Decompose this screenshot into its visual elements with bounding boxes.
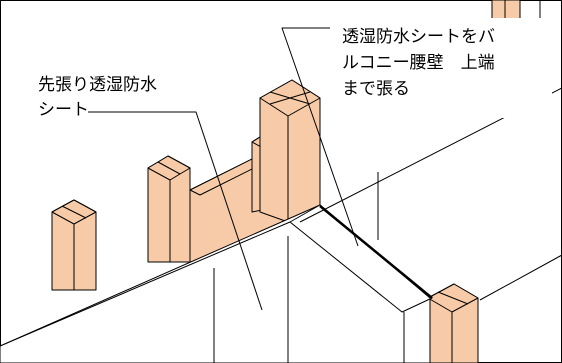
left-post <box>51 199 97 291</box>
leader-line-right <box>281 27 359 247</box>
right-label-line2: ルコニー腰壁 上端 <box>342 53 495 73</box>
center-post <box>259 79 321 223</box>
left-label-line2: シート <box>38 100 89 120</box>
right-post <box>427 283 479 363</box>
right-label-line1: 透湿防水シートをバ <box>342 27 495 47</box>
middle-left-post <box>147 155 191 263</box>
right-label-line3: まで張る <box>342 79 410 99</box>
left-label-line1: 先張り透湿防水 <box>38 75 157 95</box>
right-label-bg <box>340 18 552 118</box>
leader-line-left <box>88 111 263 311</box>
